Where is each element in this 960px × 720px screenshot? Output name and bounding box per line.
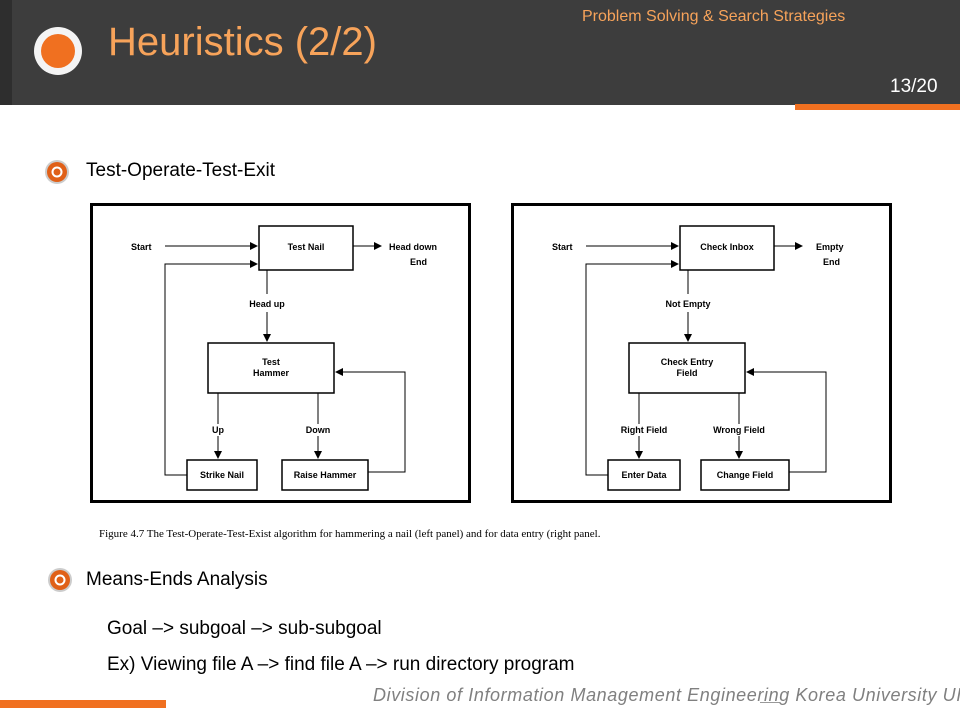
label-down: Down [306,425,331,435]
header-logo-dot [41,34,75,68]
label-start: Start [131,242,152,252]
diagram-panel-left: Start Test Nail Head down End Head up Te… [90,203,471,503]
label-enter-data: Enter Data [621,470,667,480]
label-end: End [823,257,840,267]
header-accent-bar [795,104,960,110]
label-not-empty: Not Empty [666,299,711,309]
label-up: Up [212,425,224,435]
box-test-nail [258,225,354,271]
header-shade [0,0,12,105]
example-line: Ex) Viewing file A –> find file A –> run… [107,654,575,675]
label-check-entry: Check Entry [661,357,714,367]
label-head-up: Head up [249,299,285,309]
label-right-field: Right Field [621,425,668,435]
section-heading-means-ends: Means-Ends Analysis [86,569,268,590]
box-check-inbox [679,225,775,271]
label-test-nail: Test Nail [288,242,325,252]
bullet-ring-icon [45,160,69,184]
box-enter-data [607,459,681,491]
course-name: Problem Solving & Search Strategies [582,8,846,25]
box-change-field [700,459,790,491]
diagram-panel-right: Start Check Inbox Empty End Not Empty Ch… [511,203,892,503]
label-field: Field [676,368,697,378]
goal-line: Goal –> subgoal –> sub-subgoal [107,618,382,639]
box-test-hammer [207,342,335,394]
footer-accent-bar [0,700,166,708]
label-start: Start [552,242,573,252]
label-change-field: Change Field [717,470,774,480]
label-raise-hammer: Raise Hammer [294,470,357,480]
label-check-inbox: Check Inbox [700,242,754,252]
label-strike-nail: Strike Nail [200,470,244,480]
slide-header [0,0,960,105]
figure-caption: Figure 4.7 The Test-Operate-Test-Exist a… [99,528,601,540]
box-check-entry-field [628,342,746,394]
label-empty: Empty [816,242,844,252]
page-number: 13/20 [890,76,938,97]
label-end: End [410,257,427,267]
label-head-down: Head down [389,242,437,252]
footer-text: Division of Information Management Engin… [373,685,960,705]
bullet-ring-icon [48,568,72,592]
label-wrong-field: Wrong Field [713,425,765,435]
footer-divider [760,702,780,703]
label-test: Test [262,357,280,367]
section-heading-tote: Test-Operate-Test-Exit [86,160,275,181]
slide-title: Heuristics (2/2) [108,20,377,64]
label-hammer: Hammer [253,368,290,378]
box-raise-hammer [281,459,369,491]
